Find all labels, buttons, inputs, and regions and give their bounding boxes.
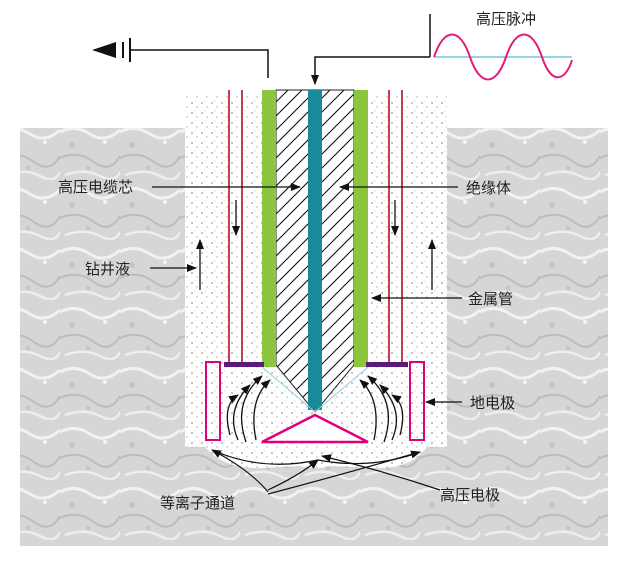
plasma-arcs-left <box>226 375 271 443</box>
label-plasma-channel: 等离子通道 <box>160 494 235 512</box>
hv-cable-core <box>308 90 322 410</box>
label-metal-pipe: 金属管 <box>468 290 513 308</box>
fluid-flow-arrows <box>196 200 436 290</box>
ground-symbol-icon <box>92 38 131 62</box>
label-hv-electrode: 高压电极 <box>440 486 500 504</box>
cone-edge <box>261 366 316 413</box>
label-ground-electrode: 地电极 <box>470 394 515 412</box>
label-pulse: 高压脉冲 <box>476 10 536 28</box>
hv-electrode-shape <box>261 413 369 444</box>
leader-lines <box>150 183 462 495</box>
purple-seal-right <box>366 362 408 367</box>
label-hv-cable-core: 高压电缆芯 <box>58 178 133 196</box>
label-insulator: 绝缘体 <box>466 179 511 197</box>
cone-edge <box>314 366 369 413</box>
plasma-arcs-right <box>359 375 404 443</box>
metal-pipe-right <box>354 90 368 367</box>
purple-seal-left <box>224 362 264 367</box>
ground-wire <box>130 49 269 78</box>
ground-electrode-left <box>205 361 221 441</box>
pulse-wire <box>311 56 430 85</box>
metal-pipe-left <box>262 90 276 367</box>
sine-wave-icon <box>433 33 573 81</box>
ground-electrode-right <box>409 361 425 441</box>
label-drilling-fluid: 钻井液 <box>85 260 130 278</box>
